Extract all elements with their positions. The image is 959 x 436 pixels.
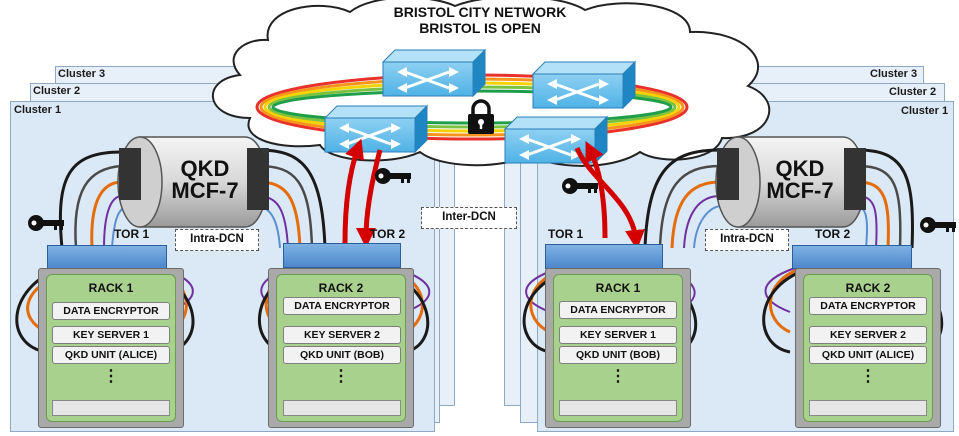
left-rack1-title: RACK 1 [88, 281, 134, 295]
key-icon [562, 178, 598, 194]
key-icon [920, 217, 956, 233]
right-qkd-label-line1: QKD [775, 156, 825, 181]
right-cluster-2-label: Cluster 2 [889, 86, 937, 98]
right-rack2-empty-slot [809, 400, 927, 416]
left-cluster-3-label: Cluster 3 [58, 68, 106, 80]
right-rack2-qkd-unit: QKD UNIT (ALICE) [809, 346, 927, 364]
right-intra-dcn-label: Intra-DCN [705, 229, 789, 251]
key-icon [375, 168, 411, 184]
left-qkd-label-line1: QKD [180, 156, 230, 181]
right-qkd-label-line2: MCF-7 [766, 178, 834, 203]
left-rack1-data-encryptor: DATA ENCRYPTOR [52, 302, 170, 320]
right-tor1-label: TOR 1 [548, 227, 584, 241]
key-icon [28, 215, 64, 231]
left-rack1-qkd-unit: QKD UNIT (ALICE) [52, 346, 170, 364]
left-intra-dcn-label: Intra-DCN [175, 229, 259, 251]
left-rack1-key-server: KEY SERVER 1 [52, 326, 170, 344]
right-tor1 [545, 244, 663, 269]
right-rack2-title: RACK 2 [845, 281, 891, 295]
right-rack2-key-server: KEY SERVER 2 [809, 326, 927, 344]
switch-icon [381, 48, 487, 98]
right-rack2-ellipsis: ⋮ [860, 368, 876, 385]
left-cluster-2-label: Cluster 2 [33, 85, 81, 97]
right-rack1-ellipsis: ⋮ [610, 368, 626, 385]
right-rack1-empty-slot [559, 400, 677, 416]
left-tor1-label: TOR 1 [114, 227, 150, 241]
inter-dcn-links [342, 138, 645, 250]
right-tor2 [792, 245, 912, 269]
right-cluster-3-label: Cluster 3 [870, 68, 918, 80]
left-cluster-1-label: Cluster 1 [14, 104, 62, 116]
left-tor2-label: TOR 2 [370, 227, 406, 241]
right-rack1-qkd-unit: QKD UNIT (BOB) [559, 346, 677, 364]
switch-icon [531, 60, 637, 110]
cloud-title-line2: BRISTOL IS OPEN [419, 20, 541, 36]
left-rack1-ellipsis: ⋮ [103, 368, 119, 385]
left-qkd-label-line2: MCF-7 [171, 178, 239, 203]
left-qkd-device [117, 136, 269, 228]
right-rack1-key-server: KEY SERVER 1 [559, 326, 677, 344]
right-rack1-data-encryptor: DATA ENCRYPTOR [559, 301, 677, 319]
cloud-title-line1: BRISTOL CITY NETWORK [393, 4, 567, 20]
left-rack2-key-server: KEY SERVER 2 [283, 326, 401, 344]
right-tor2-label: TOR 2 [815, 227, 851, 241]
lock-icon [468, 99, 494, 134]
right-cluster-1-label: Cluster 1 [901, 105, 949, 117]
left-rack2-title: RACK 2 [318, 281, 364, 295]
left-rack2-ellipsis: ⋮ [333, 368, 349, 385]
right-rack2-data-encryptor: DATA ENCRYPTOR [809, 297, 927, 315]
inter-dcn-label: Inter-DCN [421, 207, 517, 229]
left-rack1-empty-slot [52, 400, 170, 416]
left-rack2-data-encryptor: DATA ENCRYPTOR [283, 297, 401, 315]
left-rack2-empty-slot [283, 400, 401, 416]
right-qkd-device [715, 136, 866, 228]
left-tor1 [47, 245, 167, 269]
right-rack1-title: RACK 1 [595, 281, 641, 295]
switch-icon [323, 104, 429, 154]
left-tor2 [283, 243, 401, 268]
left-rack2-qkd-unit: QKD UNIT (BOB) [283, 346, 401, 364]
